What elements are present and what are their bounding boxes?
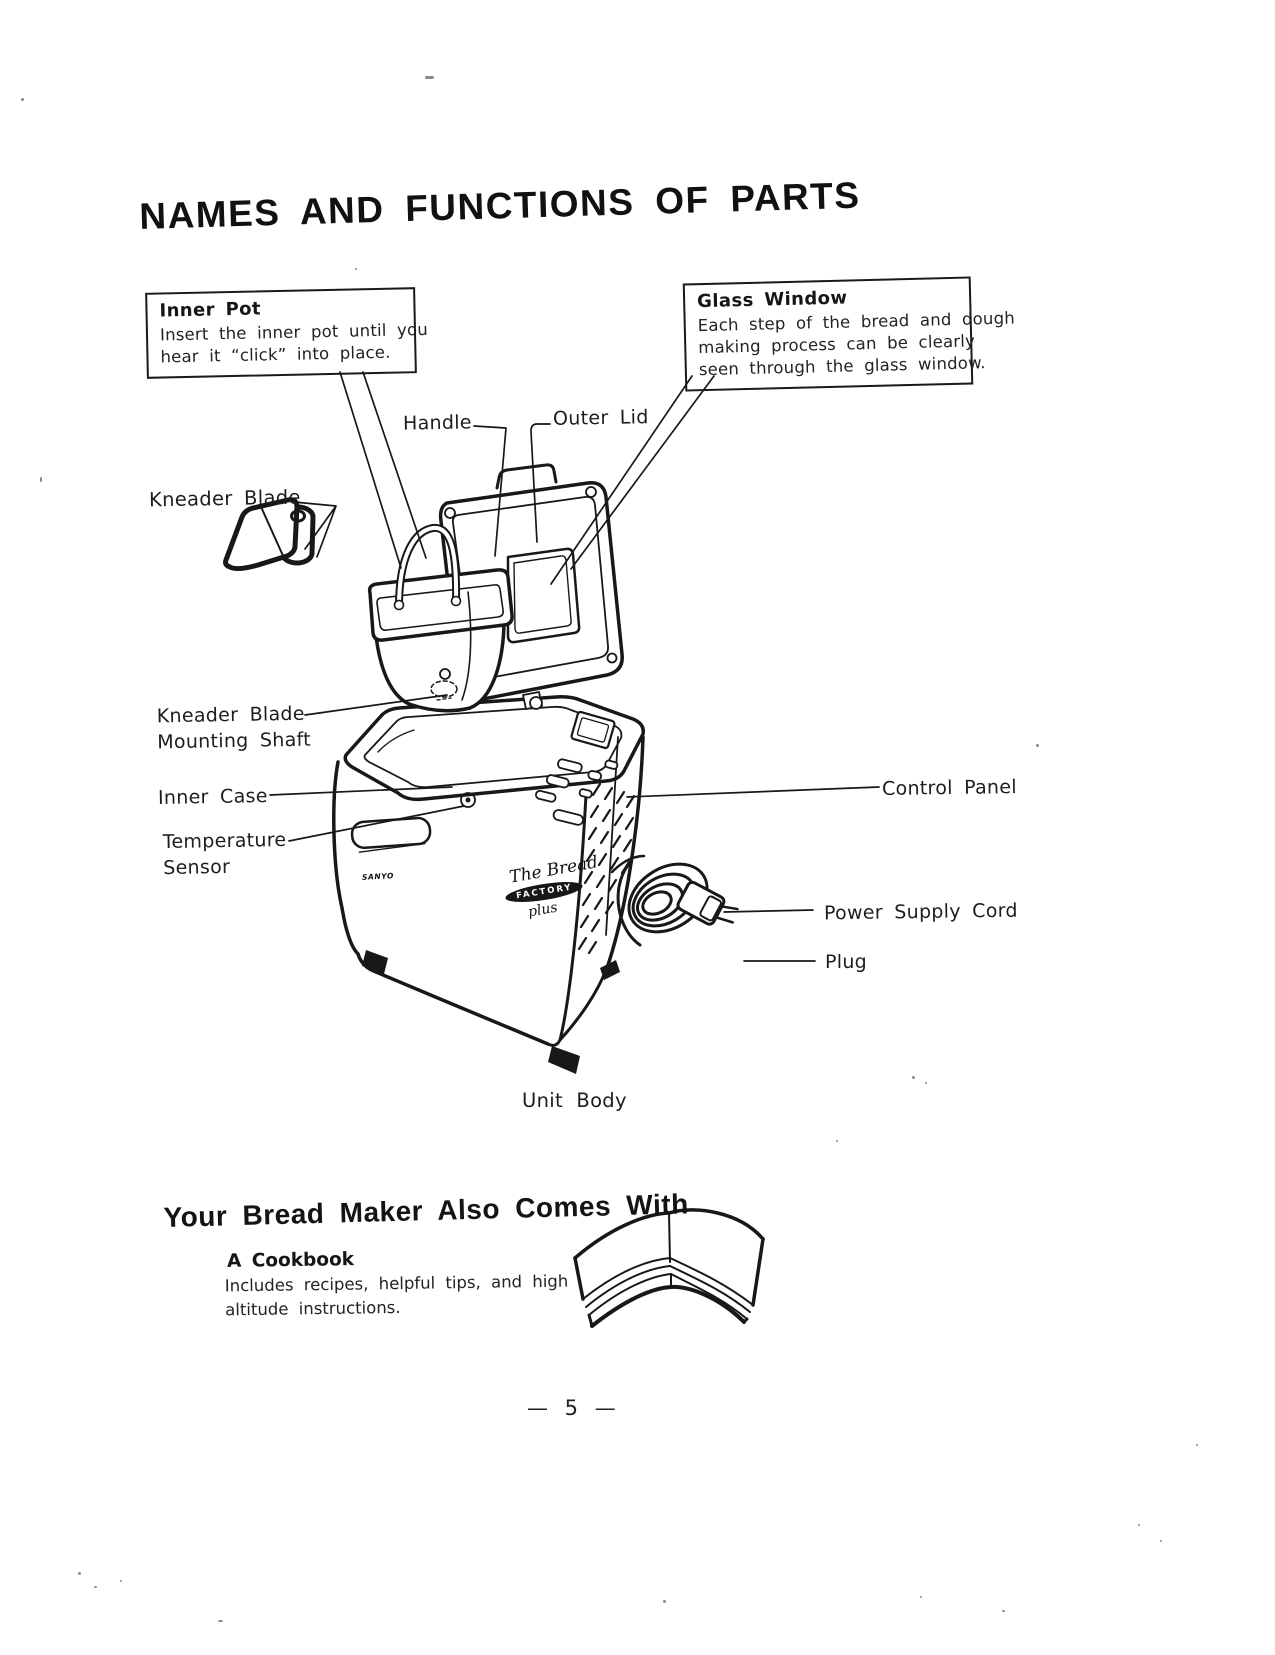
label-outer-lid: Outer Lid	[552, 406, 649, 430]
plug-drawing	[676, 880, 739, 926]
label-control-panel: Control Panel	[881, 776, 1018, 800]
pot-handle-drawing	[393, 523, 462, 611]
label-temperature-sensor: Temperature Sensor	[162, 828, 287, 880]
cookbook-drawing	[573, 1208, 765, 1328]
kneader-blade-drawing	[223, 497, 316, 572]
cookbook-description: Includes recipes, helpful tips, and high…	[224, 1271, 569, 1320]
power-cord-drawing	[610, 854, 709, 947]
feet-drawing	[362, 950, 620, 1074]
label-power-supply-cord: Power Supply Cord	[823, 899, 1018, 925]
label-inner-case: Inner Case	[157, 785, 268, 809]
label-plug: Plug	[825, 951, 868, 973]
inner-pot-drawing	[367, 568, 514, 713]
vent-slots-drawing	[577, 782, 636, 955]
label-handle: Handle	[402, 411, 472, 435]
leader-lines	[269, 371, 880, 962]
control-panel-drawing	[570, 710, 616, 750]
label-kneader-blade-mounting-shaft: Kneader Blade Mounting Shaft	[156, 702, 312, 754]
label-unit-body: Unit Body	[522, 1089, 627, 1112]
cookbook-title: A Cookbook	[226, 1249, 355, 1272]
unit-body-drawing	[332, 691, 646, 1074]
label-kneader-blade: Kneader Blade	[148, 485, 301, 512]
brand-sanyo: SANYO	[361, 871, 395, 882]
page-number: — 5 —	[527, 1396, 618, 1420]
